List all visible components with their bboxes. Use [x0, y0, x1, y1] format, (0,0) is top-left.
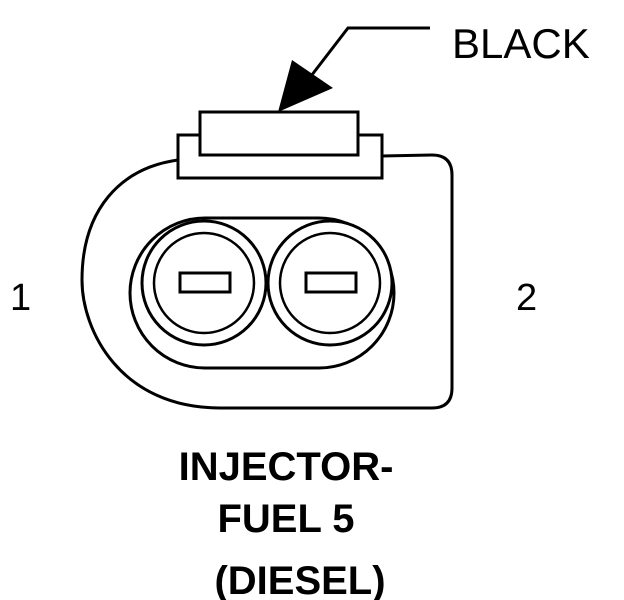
terminal-1 [178, 271, 232, 294]
locking-tab [176, 110, 384, 180]
color-callout-label: BLACK [452, 20, 590, 67]
leader-line [306, 26, 430, 81]
title-line-1: INJECTOR- [179, 445, 394, 489]
callout-leader [278, 26, 430, 112]
arrow-head-icon [278, 60, 333, 112]
pin-label-2: 2 [516, 277, 537, 319]
terminal-2 [304, 271, 358, 294]
title-line-3: (DIESEL) [214, 559, 385, 600]
pin-label-1: 1 [10, 277, 31, 319]
tab-latch [198, 110, 360, 157]
title-line-2: FUEL 5 [217, 497, 354, 541]
cavity-1 [140, 219, 268, 347]
cavity-2 [266, 219, 394, 347]
